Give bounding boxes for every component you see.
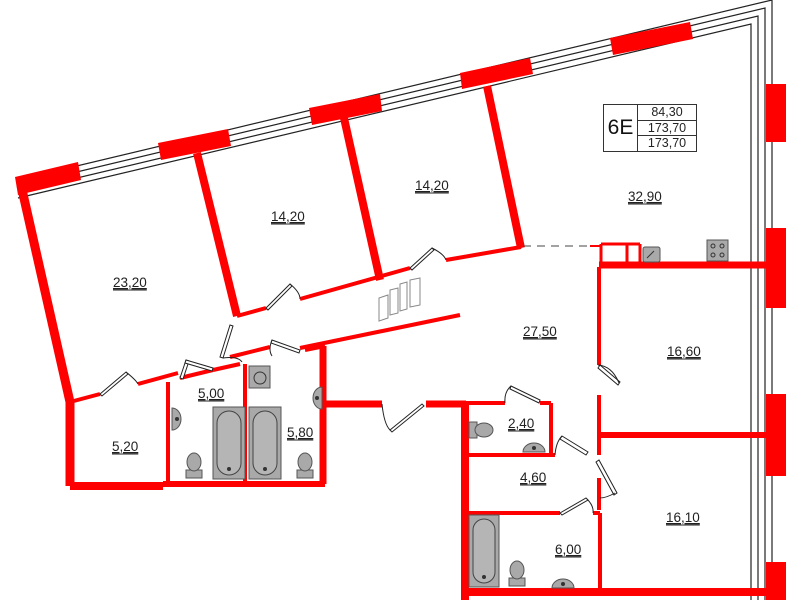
room-area-label: 16,10 — [666, 510, 700, 525]
room-area-label: 16,60 — [667, 344, 701, 359]
door-bedroom-23[interactable] — [99, 371, 139, 397]
total-area-value: 173,70 — [638, 121, 696, 137]
washbasin-icon — [171, 407, 182, 431]
door-wardrobe[interactable] — [219, 324, 243, 363]
room-area-label: 4,60 — [520, 470, 546, 485]
exterior-piers — [15, 22, 786, 600]
kitchen-sink-icon — [642, 246, 661, 263]
toilet-icon — [296, 452, 314, 479]
room-area-label: 23,20 — [113, 275, 147, 290]
room-area-label: 6,00 — [555, 542, 581, 557]
toilet-icon — [185, 452, 203, 479]
room-area-label: 2,40 — [508, 416, 534, 431]
bathtub-icon — [468, 514, 500, 588]
room-labels: 23,20 14,20 14,20 32,90 27,50 16,60 16,1… — [112, 178, 701, 558]
washbasin-icon — [522, 442, 546, 453]
room-area-label: 14,20 — [271, 209, 305, 224]
door-wc[interactable] — [504, 385, 541, 404]
room-area-label: 5,20 — [112, 439, 138, 454]
washbasin-icon — [551, 578, 575, 589]
apartment-legend: 6E 84,30 173,70 173,70 — [603, 104, 697, 152]
door-entrance[interactable] — [381, 403, 425, 433]
door-bath-3[interactable] — [559, 497, 594, 516]
door-bedroom-14-mid[interactable] — [265, 283, 301, 311]
doors — [99, 247, 621, 516]
room-area-label: 5,00 — [198, 386, 224, 401]
fixtures — [171, 239, 729, 589]
door-bath-2[interactable] — [269, 339, 301, 357]
toilet-icon — [468, 421, 494, 439]
room-area-label: 27,50 — [523, 324, 557, 339]
room-area-label: 14,20 — [415, 178, 449, 193]
interior-walls — [16, 85, 770, 600]
apartment-code: 6E — [604, 105, 638, 151]
door-bedroom-14-right[interactable] — [409, 247, 447, 271]
door-bedroom-16-10[interactable] — [595, 459, 618, 499]
door-corridor[interactable] — [554, 435, 589, 456]
room-area-label: 32,90 — [628, 189, 662, 204]
bathtub-icon — [212, 406, 246, 480]
stove-icon — [706, 239, 729, 262]
closet-sketch — [378, 277, 421, 322]
living-area-value: 84,30 — [638, 105, 696, 121]
washing-machine-icon — [248, 365, 271, 389]
bathtub-icon — [248, 406, 282, 480]
toilet-icon — [508, 560, 526, 587]
total-area-with-balcony-value: 173,70 — [647, 136, 687, 151]
room-area-label: 5,80 — [287, 425, 313, 440]
door-bath-1[interactable] — [179, 359, 214, 380]
washbasin-icon — [312, 386, 323, 410]
door-bedroom-16-60[interactable] — [597, 364, 621, 386]
